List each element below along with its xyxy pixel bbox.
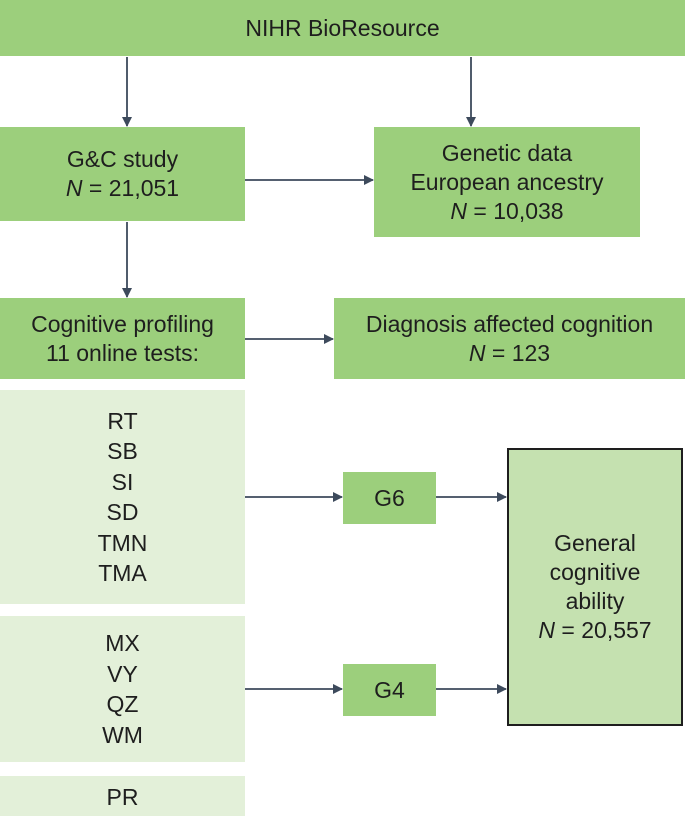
test-item: PR xyxy=(106,784,139,810)
test-item: TMN xyxy=(97,529,148,556)
g6-box: G6 xyxy=(343,472,436,524)
g6-label: G6 xyxy=(374,484,405,511)
cognitive-profiling-box: Cognitive profiling 11 online tests: xyxy=(0,298,245,379)
general-n: N = 20,557 xyxy=(538,616,651,645)
genetic-data-n: N = 10,038 xyxy=(450,197,563,226)
genetic-data-n-value: = 10,038 xyxy=(467,197,564,224)
test-item: RT xyxy=(107,407,138,434)
test-group-1-box: RT SB SI SD TMN TMA xyxy=(0,390,245,604)
diagnosis-n-value: = 123 xyxy=(485,339,551,366)
test-group-3-box: PR xyxy=(0,776,245,816)
diagnosis-box: Diagnosis affected cognition N = 123 xyxy=(334,298,685,379)
general-line3: ability xyxy=(565,588,625,614)
nihr-bioresource-box: NIHR BioResource xyxy=(0,0,685,56)
general-line2: cognitive xyxy=(549,559,641,585)
cognitive-profiling-line2: 11 online tests: xyxy=(45,339,199,366)
general-line1: General xyxy=(554,530,636,556)
genetic-data-n-symbol: N xyxy=(450,197,468,224)
g4-box: G4 xyxy=(343,664,436,716)
gc-study-label: G&C study xyxy=(66,146,179,172)
genetic-data-box: Genetic data European ancestry N = 10,03… xyxy=(374,127,640,237)
test-item: SI xyxy=(111,468,134,495)
gc-study-n: N = 21,051 xyxy=(66,174,179,203)
test-item: WM xyxy=(102,721,143,748)
genetic-data-line2: European ancestry xyxy=(410,168,604,195)
test-group-2-box: MX VY QZ WM xyxy=(0,616,245,762)
gc-study-n-value: = 21,051 xyxy=(82,175,180,201)
diagnosis-line1: Diagnosis affected cognition xyxy=(365,310,654,337)
g4-label: G4 xyxy=(374,676,405,703)
gc-study-box: G&C study N = 21,051 xyxy=(0,127,245,221)
test-item: TMA xyxy=(98,560,147,586)
test-item: VY xyxy=(107,660,138,687)
test-item: SB xyxy=(107,438,138,464)
gc-study-n-symbol: N xyxy=(65,175,83,201)
nihr-bioresource-label: NIHR BioResource xyxy=(245,14,440,41)
general-cognitive-ability-box: General cognitive ability N = 20,557 xyxy=(507,448,683,726)
diagnosis-n-symbol: N xyxy=(468,339,486,366)
general-n-value: = 20,557 xyxy=(555,617,652,643)
test-item: QZ xyxy=(106,691,139,717)
diagnosis-n: N = 123 xyxy=(469,339,550,368)
test-item: MX xyxy=(105,630,140,656)
cognitive-profiling-line1: Cognitive profiling xyxy=(31,310,214,337)
general-n-symbol: N xyxy=(538,617,556,643)
test-item: SD xyxy=(106,499,139,525)
genetic-data-line1: Genetic data xyxy=(441,139,573,166)
